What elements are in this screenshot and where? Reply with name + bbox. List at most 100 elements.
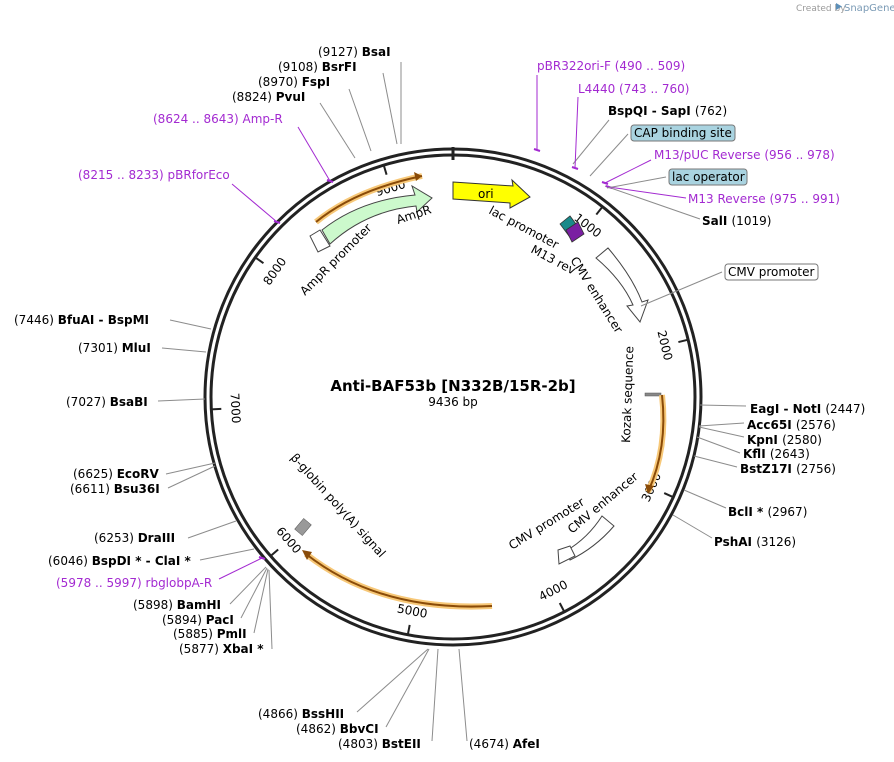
ruler-tick-label: 5000 (396, 601, 429, 620)
primer-leader-line (608, 186, 687, 199)
site-leader-line (699, 404, 747, 407)
ruler-tick (663, 492, 674, 499)
restriction-site-label[interactable]: (4866) BssHII (258, 707, 344, 721)
restriction-site-label[interactable]: (7301) MluI (78, 341, 151, 355)
site-leader-line (319, 102, 356, 159)
restriction-site-label[interactable]: (6625) EcoRV (73, 467, 160, 481)
ori-label: ori (478, 187, 494, 201)
ori-feature[interactable]: ori (452, 178, 531, 209)
restriction-site-label[interactable]: KpnI (2580) (747, 433, 822, 447)
site-leader-line (431, 648, 439, 742)
restriction-site-label[interactable]: (5894) PacI (162, 613, 234, 627)
site-leader-line (268, 569, 273, 650)
feature-box[interactable] (630, 124, 736, 142)
ruler-tick-label: 8000 (260, 255, 289, 288)
restriction-site-label[interactable]: (5898) BamHI (133, 598, 221, 612)
site-position: (6046) (48, 554, 92, 568)
primer-range: (5978 .. 5997) (56, 576, 146, 590)
site-enzyme-name: PshAI (714, 535, 756, 549)
primer-label[interactable]: (8215 .. 8233) pBRforEco (78, 168, 230, 182)
feature-leader-line (640, 271, 723, 307)
restriction-site-label[interactable]: EagI - NotI (2447) (750, 402, 865, 416)
ruler-tick (595, 206, 604, 216)
ruler-tick-label: 2000 (654, 329, 675, 362)
restriction-site-label[interactable]: KflI (2643) (743, 447, 810, 461)
restriction-site-label[interactable]: BclI * (2967) (728, 505, 807, 519)
site-position: (6611) (70, 482, 114, 496)
primer-binding-mark (601, 181, 609, 185)
primer-binding-mark (326, 179, 334, 183)
primer-name: L4440 (578, 82, 619, 96)
cmv-enhancer-lower-feature[interactable]: CMV enhancer (565, 469, 641, 561)
feature-box[interactable] (724, 263, 819, 281)
restriction-site-label[interactable]: (4803) BstEII (338, 737, 421, 751)
site-enzyme-name: BsaBI (110, 395, 148, 409)
site-leader-line (253, 568, 269, 634)
restriction-site-label[interactable]: BspQI - SapI (762) (608, 104, 727, 118)
site-enzyme-name: KpnI (747, 433, 782, 447)
restriction-site-label[interactable]: SalI (1019) (702, 214, 771, 228)
site-leader-line (167, 465, 216, 489)
primer-range: (8624 .. 8643) (153, 112, 243, 126)
primer-range: (956 .. 978) (764, 148, 834, 162)
site-position: (2576) (796, 418, 836, 432)
site-enzyme-name: EagI - NotI (750, 402, 825, 416)
primer-leader-line (231, 183, 278, 223)
restriction-site-label[interactable]: (4862) BbvCI (296, 722, 379, 736)
restriction-site-label[interactable]: (8824) PvuI (232, 90, 305, 104)
primer-label[interactable]: (8624 .. 8643) Amp-R (153, 112, 283, 126)
site-leader-line (199, 548, 255, 561)
restriction-site-label[interactable]: (7027) BsaBI (66, 395, 148, 409)
cmv-enhancer-upper-feature[interactable]: CMV enhancer (567, 247, 649, 336)
primer-binding-mark (533, 148, 541, 152)
primer-label[interactable]: L4440 (743 .. 760) (578, 82, 689, 96)
feature-box[interactable] (668, 168, 748, 186)
restriction-sites: (9127) BsaI(9108) BsrFI(8970) FspI(8824)… (14, 45, 865, 751)
site-leader-line (572, 119, 610, 165)
restriction-site-label[interactable]: (9127) BsaI (318, 45, 391, 59)
site-enzyme-name: BfuAI - BspMI (58, 313, 149, 327)
primer-name: pBRforEco (168, 168, 230, 182)
site-leader-line (696, 436, 741, 454)
site-position: (5898) (133, 598, 177, 612)
feature-box-label: CMV promoter (728, 265, 815, 279)
site-leader-line (165, 462, 216, 475)
primer-sites: pBR322ori-F (490 .. 509) L4440 (743 .. 76… (56, 59, 840, 590)
primer-range: (975 .. 991) (770, 192, 840, 206)
restriction-site-label[interactable]: PshAI (3126) (714, 535, 796, 549)
restriction-site-label[interactable]: (4674) AfeI (469, 737, 540, 751)
restriction-site-label[interactable]: (5885) PmlI (173, 627, 247, 641)
feature-box-label: lac operator (672, 170, 745, 184)
primer-leader-line (218, 557, 263, 580)
restriction-site-label[interactable]: (7446) BfuAI - BspMI (14, 313, 149, 327)
kozak-feature[interactable]: Kozak sequence (619, 346, 662, 443)
site-leader-line (240, 567, 268, 619)
beta-globin-polya-feature[interactable]: β-globin poly(A) signal (288, 451, 389, 561)
primer-label[interactable]: pBR322ori-F (490 .. 509) (537, 59, 685, 73)
beta-globin-label: β-globin poly(A) signal (288, 451, 389, 561)
restriction-site-label[interactable]: Acc65I (2576) (747, 418, 836, 432)
primer-label[interactable]: M13 Reverse (975 .. 991) (688, 192, 840, 206)
restriction-site-label[interactable]: (9108) BsrFI (278, 60, 357, 74)
primer-label[interactable]: M13/pUC Reverse (956 .. 978) (654, 148, 835, 162)
lac-promoter-feature[interactable]: lac promoter M13 rev (487, 203, 585, 277)
site-position: (762) (695, 104, 727, 118)
restriction-site-label[interactable]: (6611) Bsu36I (70, 482, 160, 496)
primer-name: M13 Reverse (688, 192, 770, 206)
restriction-site-label[interactable]: (6046) BspDI * - ClaI * (48, 554, 191, 568)
site-enzyme-name: XbaI * (223, 642, 265, 656)
restriction-site-label[interactable]: (5877) XbaI * (179, 642, 264, 656)
site-leader-line (157, 398, 206, 402)
site-position: (2447) (825, 402, 865, 416)
site-leader-line (229, 566, 267, 605)
restriction-site-label[interactable]: BstZ17I (2756) (740, 462, 836, 476)
restriction-site-label[interactable]: (6253) DraIII (94, 531, 175, 545)
site-enzyme-name: EcoRV (117, 467, 160, 481)
site-leader-line (187, 520, 237, 539)
site-position: (4866) (258, 707, 302, 721)
restriction-site-label[interactable]: (8970) FspI (258, 75, 330, 89)
primer-label[interactable]: (5978 .. 5997) rbglobpA-R (56, 576, 212, 590)
site-enzyme-name: PacI (206, 613, 234, 627)
